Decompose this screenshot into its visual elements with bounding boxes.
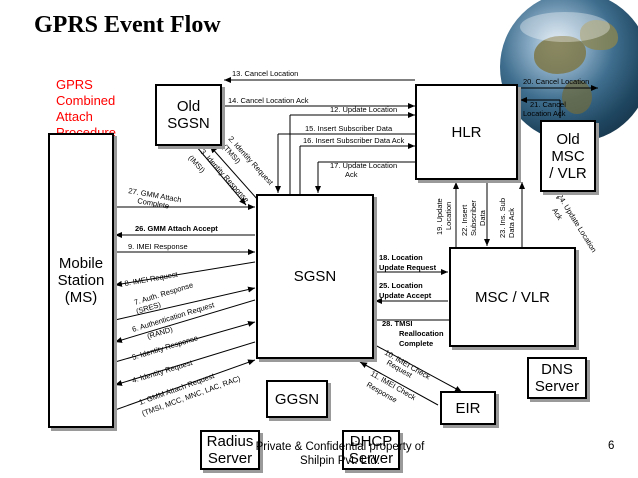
globe-land	[580, 20, 618, 50]
label-25a: 25. Location	[379, 281, 423, 290]
node-dns-server-label: DNS Server	[534, 361, 580, 395]
label-26: 26. GMM Attach Accept	[135, 224, 218, 233]
globe-land	[562, 80, 592, 114]
node-radius-server-label: Radius Server	[206, 433, 254, 467]
procedure-label-line: Combined	[56, 93, 116, 108]
label-18a: 18. Location	[379, 253, 423, 262]
procedure-label-line: GPRS	[56, 77, 93, 92]
arrow-4	[114, 341, 256, 386]
node-eir: EIR	[440, 391, 496, 425]
page-number: 6	[608, 440, 615, 452]
footer-line: Private & Confidential property of	[255, 441, 425, 453]
node-eir-label: EIR	[455, 399, 481, 417]
arrow-10	[374, 344, 463, 393]
globe-image	[500, 0, 638, 142]
arrow-6	[114, 299, 256, 343]
label-20: 20. Cancel Location	[523, 77, 589, 86]
label-25b: Update Accept	[379, 291, 432, 300]
footer-line: Shilpin Pvt. Ltd.	[300, 455, 380, 467]
globe-land	[534, 36, 586, 74]
arrow-3	[195, 145, 247, 206]
label-14: 14. Cancel Location Ack	[228, 96, 309, 105]
arrow-1	[114, 359, 256, 411]
node-ggsn: GGSN	[266, 380, 328, 418]
label-28c: Complete	[399, 339, 433, 348]
label-28b: Reallocation	[399, 329, 444, 338]
label-23a: 23. Ins. Sub	[498, 198, 507, 238]
label-21b: Location Ack	[523, 109, 566, 118]
arrow-5	[114, 321, 256, 363]
node-dns-server: DNS Server	[527, 357, 587, 399]
node-sgsn-label: SGSN	[293, 268, 337, 285]
node-msc-vlr: MSC / VLR	[449, 247, 576, 347]
label-17a: 17. Update Location	[330, 161, 397, 170]
label-24a: 24. Update Location	[555, 192, 598, 254]
label-22c: Data	[478, 209, 487, 226]
footer-text: Private & Confidential property of Shilp…	[240, 440, 440, 468]
node-dhcp-server: DHCP Server	[342, 430, 400, 470]
label-22a: 22. Insert	[460, 204, 469, 236]
node-sgsn: SGSN	[256, 194, 374, 359]
node-mobile-station-label: Mobile Station (MS)	[57, 255, 105, 306]
node-hlr-label: HLR	[451, 123, 482, 141]
node-old-sgsn: Old SGSN	[155, 84, 222, 146]
label-19a: 19. Update	[435, 198, 444, 235]
node-hlr: HLR	[415, 84, 518, 180]
node-old-msc-vlr: Old MSC / VLR	[540, 120, 596, 192]
procedure-label-line: Attach	[56, 109, 93, 124]
label-18b: Update Request	[379, 263, 437, 272]
label-17b: Ack	[345, 170, 358, 179]
label-21a: 21. Cancel	[530, 100, 566, 109]
label-15: 15. Insert Subscriber Data	[305, 124, 393, 133]
label-23b: Data Ack	[507, 208, 516, 238]
node-ggsn-label: GGSN	[274, 390, 320, 408]
label-9: 9. IMEI Response	[128, 242, 188, 251]
label-28a: 28. TMSI	[382, 319, 412, 328]
arrow-7	[114, 286, 256, 321]
node-dhcp-server-label: DHCP Server	[348, 433, 394, 467]
node-old-msc-vlr-label: Old MSC / VLR	[549, 130, 587, 182]
label-8: 8. IMEI Request	[124, 270, 179, 288]
node-radius-server: Radius Server	[200, 430, 260, 470]
label-12: 12. Update Location	[330, 105, 397, 114]
label-22b: Subscriber	[469, 200, 478, 236]
label-19b: Location	[444, 202, 453, 230]
arrow-11	[359, 361, 439, 406]
label-16: 16. Insert Subscriber Data Ack	[303, 136, 405, 145]
node-mobile-station: Mobile Station (MS)	[48, 133, 114, 428]
slide-title: GPRS Event Flow	[34, 12, 221, 38]
node-old-sgsn-label: Old SGSN	[167, 98, 210, 132]
label-13: 13. Cancel Location	[232, 69, 298, 78]
node-msc-vlr-label: MSC / VLR	[474, 288, 550, 306]
arrow-8	[114, 261, 256, 287]
arrow-2	[209, 145, 259, 201]
globe-cloud	[520, 12, 610, 42]
